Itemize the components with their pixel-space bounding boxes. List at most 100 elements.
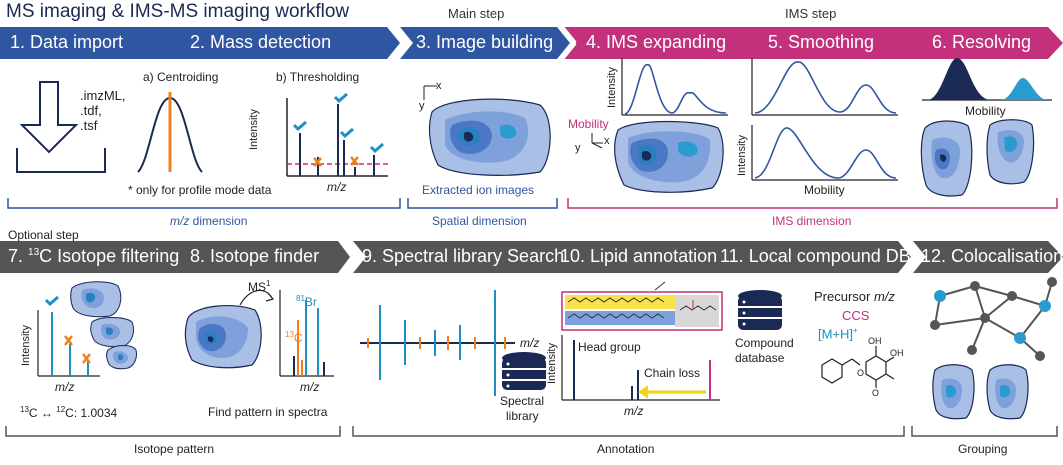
c13-text: C [293,331,303,345]
ion-image-icon [423,85,551,176]
intensity-label-ims: Intensity [606,67,618,108]
mz-dimension-bracket [7,198,401,209]
chem-o-1: O [857,368,865,378]
axis-x-label-ims: x [604,135,610,147]
mz-label-threshold: m/z [327,180,347,194]
mobility-label-ims: Mobility [568,117,609,131]
annotation-bracket [352,426,905,437]
axis-y-label-ims: y [575,142,581,154]
c13-sup: 13 [285,330,294,339]
c13-label: 13C [285,330,303,345]
main-step-label: Main step [448,6,505,21]
chem-o-2: O [872,388,880,398]
file-type-imzml: .imzML, [80,88,126,103]
adduct-label: [M+H]+ [818,326,858,341]
grouping-bracket [911,426,1058,437]
ims-dimension-bracket [567,198,1058,209]
step-7-number: 7. [8,246,29,266]
mz-label-iso: m/z [55,380,75,394]
mobility-label-resolve: Mobility [965,104,1006,118]
precursor-label: Precursor m/z [814,289,895,304]
colocalisation-network [930,277,1057,361]
mz-label-lipid: m/z [624,404,644,418]
thresholding-spectrum [286,92,388,177]
step-7-sup: 13 [28,247,40,258]
mz-dimension-rest: dimension [189,214,248,228]
mz-dimension-italic: m/z [170,214,190,228]
br-text: Br [304,295,317,309]
compound-db-label-1: Compound [735,336,794,350]
chem-oh-1: OH [868,336,882,346]
isotope-finder-graphic [184,289,334,377]
mz-label-mirror: m/z [520,336,540,350]
colocalised-images [932,364,1029,420]
step-1-label: 1. Data import [10,32,124,52]
axis-y-label-image: y [419,100,425,112]
adduct-text: [M+H] [818,326,854,342]
import-tray-icon [16,148,106,173]
spatial-dimension-label: Spatial dimension [432,214,527,228]
spectral-library-label-1: Spectral [500,394,545,408]
intensity-label-iso: Intensity [20,325,32,366]
optional-step-label: Optional step [8,228,79,242]
step-7-label: 7. 13C Isotope filtering [8,246,179,267]
smoothing-plots [751,58,898,181]
br-label: 81Br [296,294,317,309]
extracted-ion-images-label: Extracted ion images [422,183,535,197]
precursor-text: Precursor [814,289,874,304]
file-type-tsf: .tsf [80,118,98,133]
chemical-structure [821,346,895,388]
spectral-library-db-icon [502,352,546,390]
file-type-tdf: .tdf, [80,103,102,118]
mobility-label-smooth: Mobility [804,183,845,197]
br-sup: 81 [296,294,305,303]
gray-banner-b [353,241,911,273]
step-10-label: 10. Lipid annotation [560,246,718,266]
ims-expanding-plot [591,58,728,193]
ims-banner [563,27,1063,59]
iso-sup-a: 13 [20,405,29,414]
step-6-label: 6. Resolving [932,32,1032,52]
spatial-dimension-bracket [407,198,558,209]
ms1-text: MS [248,280,266,294]
spectral-library-label-2: library [506,409,539,423]
ccs-label: CCS [842,308,870,323]
step-11-label: 11. Local compound DB [720,246,911,266]
isotope-filter-plot [37,281,137,377]
step-3-label: 3. Image building [416,32,554,52]
page-title: MS imaging & IMS-MS imaging workflow [6,1,350,22]
image-building-chevron [400,27,570,59]
precursor-mz: m/z [873,289,895,304]
adduct-sup: + [853,326,858,335]
step-2-label: 2. Mass detection [190,32,332,52]
centroiding-label: a) Centroiding [143,70,219,84]
ms1-label: MS1 [248,279,270,294]
find-pattern-label: Find pattern in spectra [208,405,328,419]
gray-banner-c [913,241,1063,273]
iso-sup-b: 12 [56,405,66,414]
import-arrow-icon [19,81,79,154]
isotope-pattern-bracket [5,426,341,437]
grouping-label: Grouping [958,442,1008,456]
blue-banner [0,27,400,59]
iso-end: C: 1.0034 [65,406,118,420]
mirror-spectrum [360,290,515,396]
step-9-label: 9. Spectral library Search [362,246,565,266]
lipid-msms-plot [561,335,720,401]
annotation-label: Annotation [597,442,655,456]
isotope-mass-diff: 13C ↔ 12C: 1.0034 [20,405,117,420]
step-8-label: 8. Isotope finder [190,246,320,266]
chem-oh-2: OH [890,348,904,358]
gray-banner-a [0,241,350,273]
mz-dimension-label: m/z dimension [170,214,247,228]
lipid-structure [561,281,723,331]
mz-label-finder: m/z [300,380,320,394]
intensity-label-smooth: Intensity [736,135,748,176]
chain-loss-label: Chain loss [644,366,701,380]
profile-note: * only for profile mode data [128,183,272,197]
step-4-label: 4. IMS expanding [586,32,727,52]
resolving-plot [920,58,1052,197]
compound-db-icon [738,290,782,330]
thresholding-label: b) Thresholding [276,70,360,84]
